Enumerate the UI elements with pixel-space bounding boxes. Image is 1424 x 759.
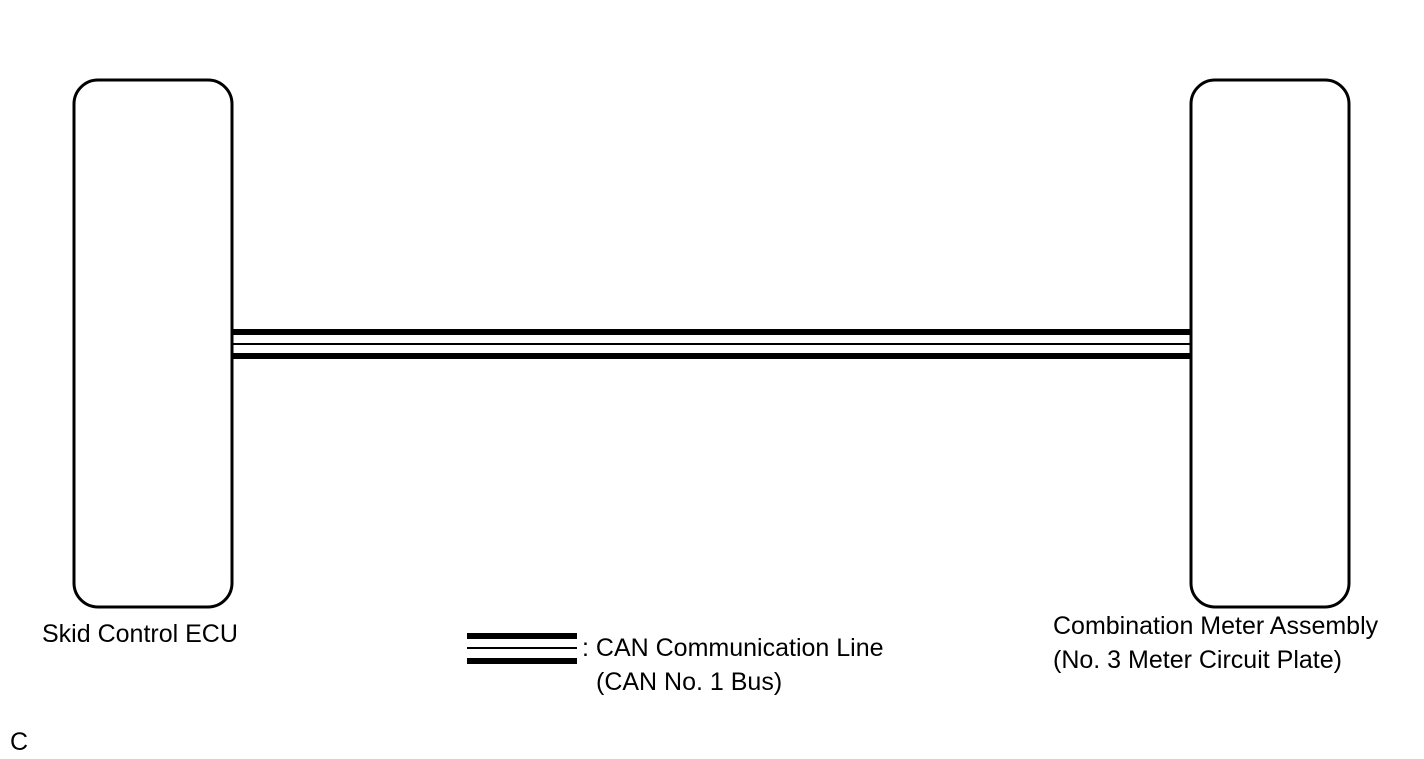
combination-meter-box [1189,78,1351,609]
combination-meter-label: Combination Meter Assembly [1053,612,1379,640]
legend-can-line-symbol [467,633,577,664]
can-bus-center-wire [232,343,1191,345]
skid-control-ecu-box [72,78,234,609]
can-bus-lower-wire [232,353,1191,359]
skid-control-ecu-label: Skid Control ECU [42,620,238,648]
can-bus-line [232,329,1191,359]
legend-can-line-label: : CAN Communication Line [582,634,884,662]
combination-meter-sublabel: (No. 3 Meter Circuit Plate) [1053,646,1342,674]
corner-code: C [10,728,28,756]
can-bus-upper-wire [232,329,1191,335]
legend-can-bus-label: (CAN No. 1 Bus) [596,668,782,696]
